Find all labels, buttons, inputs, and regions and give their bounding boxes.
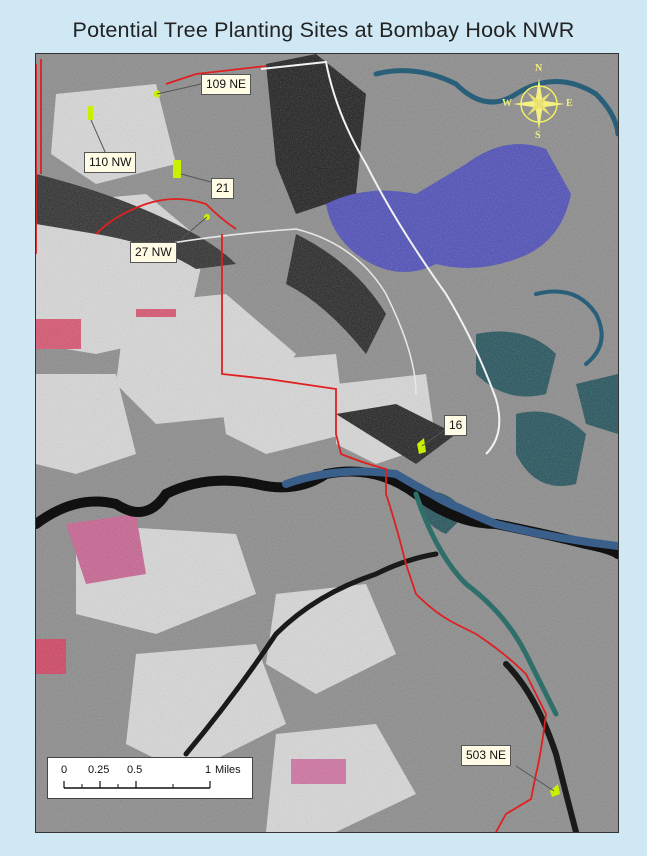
map-title: Potential Tree Planting Sites at Bombay …	[72, 18, 575, 42]
scale-label-1: 1	[205, 764, 212, 776]
scale-bar: 0 0.25 0.5 1 Miles	[47, 757, 253, 799]
site-21-marker	[173, 160, 181, 178]
scale-label-05: 0.5	[127, 764, 143, 776]
river-channels	[36, 68, 618, 832]
compass-rose	[513, 78, 565, 130]
site-110nw-marker	[88, 106, 93, 120]
site-callout-21[interactable]: 21	[211, 178, 235, 199]
scale-label-0: 0	[61, 764, 68, 776]
site-callout-110nw[interactable]: 110 NW	[84, 152, 137, 173]
site-callout-109ne[interactable]: 109 NE	[201, 74, 252, 95]
site-callout-27nw[interactable]: 27 NW	[130, 242, 177, 263]
compass-south-label: S	[535, 130, 541, 141]
scale-unit-label: Miles	[215, 764, 241, 776]
refuge-boundary	[36, 59, 547, 832]
map-frame[interactable]: N S E W 109 NE 110 NW 21 27 NW 16 503 NE	[35, 53, 619, 833]
refuge-road	[165, 228, 417, 395]
site-callout-503ne[interactable]: 503 NE	[461, 745, 512, 766]
aerial-map	[36, 54, 618, 832]
site-503ne-marker	[550, 784, 560, 797]
scale-label-025: 0.25	[88, 764, 110, 776]
compass-west-label: W	[502, 98, 512, 109]
site-callout-16[interactable]: 16	[444, 415, 468, 436]
scale-ruler	[63, 781, 211, 789]
levee-road	[260, 60, 501, 455]
leader-lines	[90, 83, 555, 792]
compass-north-label: N	[535, 63, 543, 74]
compass-east-label: E	[566, 98, 573, 109]
image-grain	[36, 54, 618, 832]
site-16-marker	[417, 438, 426, 454]
